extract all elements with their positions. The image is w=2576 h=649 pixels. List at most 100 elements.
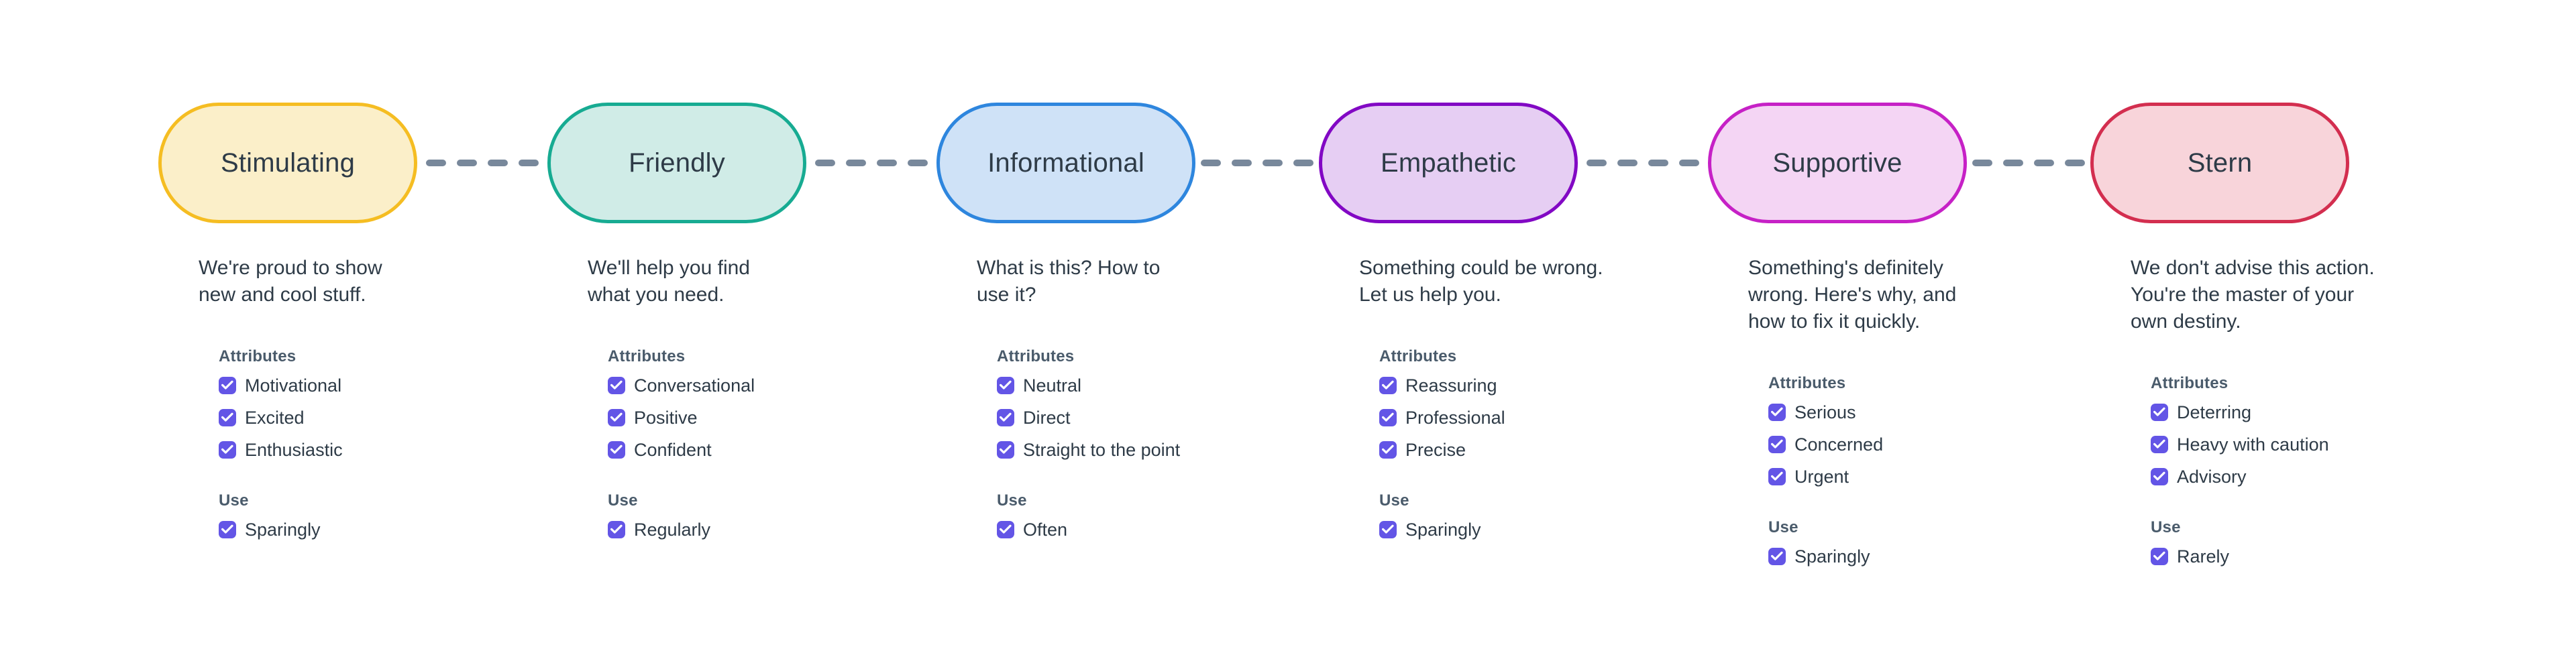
checkbox-checked-icon[interactable] (1379, 409, 1397, 426)
dash-segment (1201, 160, 1221, 166)
checkbox-checked-icon[interactable] (1379, 377, 1397, 394)
checkbox-row[interactable]: Sparingly (219, 518, 382, 542)
checkbox-row[interactable]: Motivational (219, 373, 382, 398)
checkbox-row[interactable]: Concerned (1768, 432, 1956, 457)
checkbox-row[interactable]: Regularly (608, 518, 755, 542)
checkbox-checked-icon[interactable] (219, 521, 236, 538)
checkbox-row[interactable]: Precise (1379, 438, 1603, 462)
checkbox-row[interactable]: Direct (997, 406, 1180, 430)
tone-use-title: Use (2151, 518, 2181, 536)
tone-pill-label: Friendly (629, 148, 725, 178)
tone-pill-stern[interactable]: Stern (2090, 103, 2349, 223)
checkbox-label: Concerned (1794, 434, 1884, 455)
tone-pill-empathetic[interactable]: Empathetic (1319, 103, 1578, 223)
dash-segment (846, 160, 866, 166)
tone-pill-informational[interactable]: Informational (936, 103, 1195, 223)
checkbox-checked-icon[interactable] (1379, 441, 1397, 459)
dash-segment (1263, 160, 1283, 166)
tone-pill-label: Stimulating (220, 148, 356, 178)
checkbox-row[interactable]: Straight to the point (997, 438, 1180, 462)
tone-use-title: Use (219, 491, 249, 510)
tone-pill-friendly[interactable]: Friendly (547, 103, 806, 223)
checkbox-checked-icon[interactable] (1379, 521, 1397, 538)
checkbox-label: Rarely (2177, 546, 2230, 567)
checkbox-row[interactable]: Often (997, 518, 1180, 542)
dashed-line-icon (815, 160, 928, 166)
tone-column-empathetic: Something could be wrong. Let us help yo… (1359, 255, 1603, 550)
checkbox-checked-icon[interactable] (2151, 548, 2168, 565)
checkbox-checked-icon[interactable] (997, 409, 1014, 426)
checkbox-checked-icon[interactable] (608, 377, 625, 394)
tone-pill-supportive[interactable]: Supportive (1708, 103, 1967, 223)
tone-use-title: Use (608, 491, 638, 510)
dash-segment (1587, 160, 1607, 166)
checkbox-row[interactable]: Sparingly (1379, 518, 1603, 542)
checkbox-checked-icon[interactable] (2151, 468, 2168, 485)
tone-use-title: Use (997, 491, 1027, 510)
checkbox-row[interactable]: Conversational (608, 373, 755, 398)
checkbox-row[interactable]: Heavy with caution (2151, 432, 2375, 457)
tone-attributes-title: Attributes (219, 347, 297, 365)
checkbox-row[interactable]: Enthusiastic (219, 438, 382, 462)
checkbox-checked-icon[interactable] (2151, 404, 2168, 421)
checkbox-label: Advisory (2177, 467, 2247, 487)
checkbox-row[interactable]: Advisory (2151, 465, 2375, 489)
checkbox-row[interactable]: Urgent (1768, 465, 1956, 489)
dash-segment (1232, 160, 1252, 166)
checkbox-label: Urgent (1794, 467, 1849, 487)
checkbox-checked-icon[interactable] (219, 441, 236, 459)
tone-attributes-title: Attributes (1379, 347, 1457, 365)
dash-segment (1293, 160, 1313, 166)
checkbox-checked-icon[interactable] (1768, 548, 1786, 565)
tone-pill-label: Informational (987, 148, 1144, 178)
checkbox-row[interactable]: Professional (1379, 406, 1603, 430)
tone-attributes-title: Attributes (997, 347, 1075, 365)
dash-segment (457, 160, 477, 166)
tone-attributes-title: Attributes (1768, 374, 1846, 392)
checkbox-label: Positive (634, 408, 698, 428)
checkbox-row[interactable]: Positive (608, 406, 755, 430)
checkbox-row[interactable]: Excited (219, 406, 382, 430)
checkbox-label: Professional (1405, 408, 1505, 428)
checkbox-checked-icon[interactable] (219, 409, 236, 426)
checkbox-label: Regularly (634, 520, 711, 540)
tone-column-stern: We don't advise this action. You're the … (2131, 255, 2375, 577)
checkbox-row[interactable]: Neutral (997, 373, 1180, 398)
checkbox-label: Reassuring (1405, 375, 1497, 396)
checkbox-checked-icon[interactable] (219, 377, 236, 394)
tone-description: Something's definitely wrong. Here's why… (1748, 257, 1957, 333)
checkbox-row[interactable]: Rarely (2151, 544, 2375, 569)
dash-segment (908, 160, 928, 166)
checkbox-checked-icon[interactable] (997, 377, 1014, 394)
checkbox-row[interactable]: Sparingly (1768, 544, 1956, 569)
tone-pill-stimulating[interactable]: Stimulating (158, 103, 417, 223)
checkbox-checked-icon[interactable] (997, 521, 1014, 538)
dashed-line-icon (1587, 160, 1699, 166)
checkbox-checked-icon[interactable] (2151, 436, 2168, 453)
checkbox-checked-icon[interactable] (608, 441, 625, 459)
checkbox-row[interactable]: Serious (1768, 400, 1956, 424)
checkbox-row[interactable]: Confident (608, 438, 755, 462)
checkbox-row[interactable]: Reassuring (1379, 373, 1603, 398)
checkbox-checked-icon[interactable] (608, 409, 625, 426)
checkbox-label: Sparingly (1794, 546, 1870, 567)
checkbox-checked-icon[interactable] (1768, 468, 1786, 485)
dash-segment (1648, 160, 1668, 166)
dash-segment (1972, 160, 1992, 166)
checkbox-checked-icon[interactable] (997, 441, 1014, 459)
checkbox-checked-icon[interactable] (1768, 404, 1786, 421)
dash-segment (488, 160, 508, 166)
tone-description: We're proud to show new and cool stuff. (199, 257, 382, 306)
checkbox-label: Enthusiastic (245, 440, 343, 460)
checkbox-checked-icon[interactable] (608, 521, 625, 538)
tone-description: What is this? How to use it? (977, 257, 1161, 306)
checkbox-checked-icon[interactable] (1768, 436, 1786, 453)
checkbox-row[interactable]: Deterring (2151, 400, 2375, 424)
tone-column-stimulating: We're proud to show new and cool stuff. A… (199, 255, 382, 550)
